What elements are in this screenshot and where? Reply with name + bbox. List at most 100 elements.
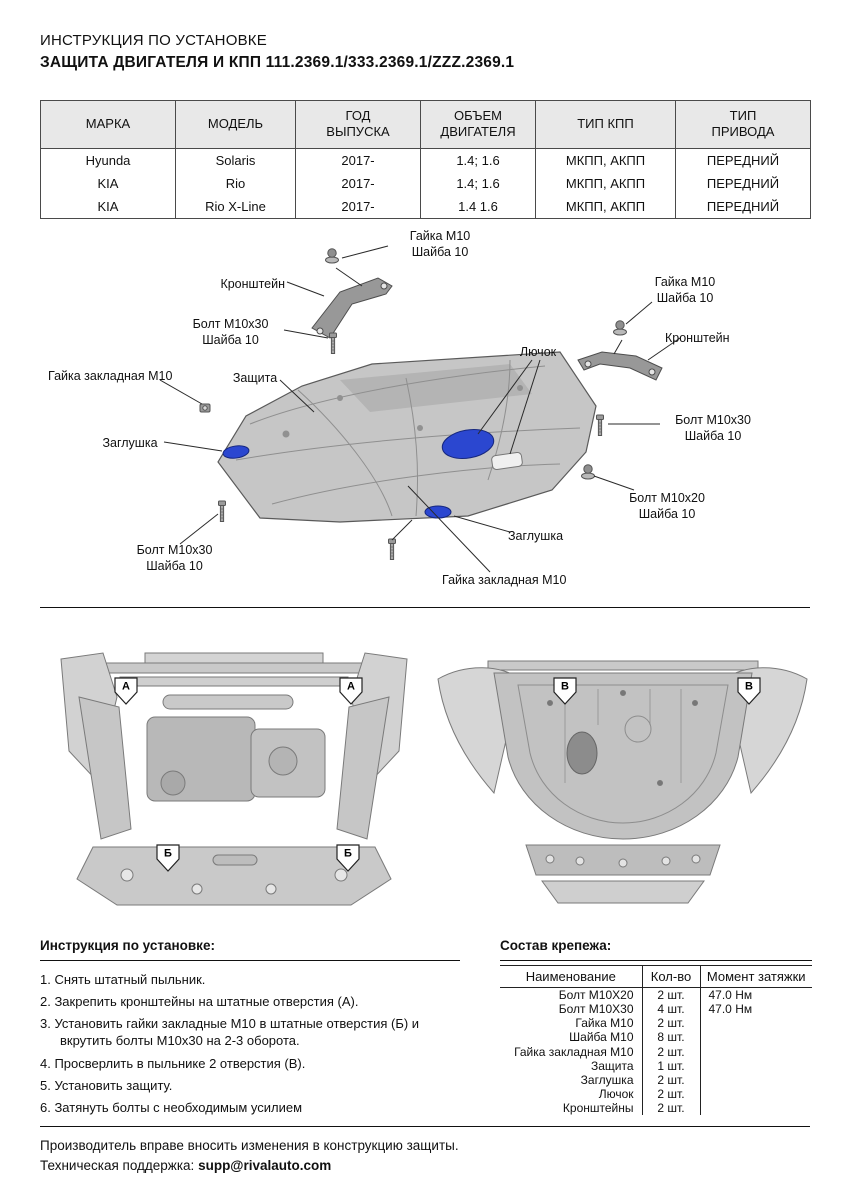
svg-text:А: А [347,681,355,693]
cell: Hyunda [40,148,176,172]
bolt-m10x20-icon [581,464,595,480]
cell: 2 шт. [641,987,700,1003]
cell: 47.0 Нм [699,1002,812,1017]
col-header-year: ГОД ВЫПУСКА [295,100,421,149]
marker-v-left: В [553,677,577,705]
page-title: ИНСТРУКЦИЯ ПО УСТАНОВКЕ [40,32,267,49]
col-header-qty: Кол-во [641,965,700,988]
instructions-heading: Инструкция по установке: [40,938,460,961]
marker-a-left: А [114,677,138,705]
list-item: 1. Снять штатный пыльник. [40,972,206,987]
table-row: Защита 1 шт. [500,1058,812,1073]
label-shield: Защита [232,371,278,385]
svg-text:В: В [745,681,753,693]
table-row: Заглушка 2 шт. [500,1072,812,1088]
cell: 4 шт. [641,1002,700,1017]
hardware-table: Наименование Кол-во Момент затяжки Болт … [500,965,812,1116]
hardware-header-row: Наименование Кол-во Момент затяжки [500,965,812,988]
underside-view-art: В В [437,660,808,904]
list-item: 2. Закрепить кронштейны на штатные отвер… [40,994,359,1010]
hardware-heading: Состав крепежа: [500,938,812,961]
col-header-engine: ОБЪЕМ ДВИГАТЕЛЯ [420,100,536,149]
cell: 2 шт. [641,1016,700,1031]
cell: Rio [175,171,296,195]
hardware-list: Состав крепежа: Наименование Кол-во Моме… [500,938,812,1116]
fitment-header-row: МАРКА МОДЕЛЬ ГОД ВЫПУСКА ОБЪЕМ ДВИГАТЕЛЯ… [40,100,811,149]
cell: 1 шт. [641,1058,700,1073]
table-row: Шайба М10 8 шт. [500,1030,812,1045]
cell: KIA [40,194,176,218]
bolt-icon [329,332,337,354]
col-header-torque: Момент затяжки [699,965,812,988]
list-item: 4. Просверлить в пыльнике 2 отверстия (В… [40,1055,306,1071]
label-bolt-m10x20: Болт М10х20 Шайба 10 [629,491,705,521]
cell: Solaris [175,148,296,172]
cell: Болт М10Х30 [558,1002,634,1017]
bolt-icon [388,538,396,560]
cell [699,1030,812,1045]
list-item: 6. Затянуть болты с необходимым усилием [40,1099,303,1115]
cell: 2017- [295,171,421,195]
front-view-drawing: А А Б Б [45,633,425,925]
label-plug-bottom: Заглушка [507,529,564,543]
hatch-opening [441,428,495,460]
cell: 1.4; 1.6 [420,148,536,172]
col-header-drive: ТИП ПРИВОДА [675,100,811,149]
cell: Болт М10Х20 [558,988,634,1002]
table-row: KIA Rio 2017- 1.4; 1.6 МКПП, АКПП ПЕРЕДН… [40,171,811,195]
cell: 2 шт. [641,1101,700,1116]
bolt-icon [596,414,604,436]
cell: ПЕРЕДНИЙ [675,194,811,218]
bracket-right [577,351,663,381]
list-item: 3. Установить гайки закладные М10 в штат… [40,1016,420,1049]
cell: 1.4 1.6 [420,194,536,218]
installation-instructions: Инструкция по установке: 1. Снять штатны… [40,938,460,1121]
cell: 2 шт. [641,1044,700,1059]
label-bracket-left: Кронштейн [220,277,285,291]
cell: Гайка закладная М10 [514,1044,634,1059]
nut-washer-icon [613,320,627,336]
footer-support: Техническая поддержка: supp@rivalauto.co… [40,1158,331,1173]
cell: 47.0 Нм [699,987,812,1003]
label-anchor-nut-bottom: Гайка закладная М10 [442,573,567,587]
col-header-marka: МАРКА [40,100,176,149]
bolt-icon [218,500,226,522]
label-nut-washer-top: Гайка М10 Шайба 10 [409,229,471,259]
bracket-left [311,277,393,339]
cell: 2 шт. [641,1087,700,1102]
plate-shading [340,364,532,412]
table-row: Hyunda Solaris 2017- 1.4; 1.6 МКПП, АКПП… [40,148,811,172]
label-bracket-right: Кронштейн [665,331,730,345]
table-row: Гайка М10 2 шт. [500,1016,812,1031]
col-header-name: Наименование [500,965,642,988]
support-email[interactable]: supp@rivalauto.com [198,1158,332,1173]
exploded-diagram-art [159,245,681,573]
cell: Лючок [598,1087,634,1102]
leader-lines [159,245,681,573]
cell: МКПП, АКПП [535,194,676,218]
label-bolt-right: Болт М10х30 Шайба 10 [675,413,751,443]
cell: Заглушка [580,1072,634,1087]
svg-text:Б: Б [344,848,352,860]
underside-view-drawing: В В [430,633,815,925]
svg-text:Б: Б [164,848,172,860]
page-subtitle: ЗАЩИТА ДВИГАТЕЛЯ И КПП 111.2369.1/333.23… [40,54,515,71]
table-row: Болт М10Х20 2 шт. 47.0 Нм [500,987,812,1003]
table-row: KIA Rio X-Line 2017- 1.4 1.6 МКПП, АКПП … [40,194,811,218]
cell [699,1101,812,1116]
front-view-art: А А Б Б [60,652,408,906]
label-anchor-nut-left: Гайка закладная М10 [48,369,173,383]
footer-disclaimer: Производитель вправе вносить изменения в… [40,1138,459,1153]
cell: Гайка М10 [575,1016,634,1031]
cell: ПЕРЕДНИЙ [675,171,811,195]
cell: KIA [40,171,176,195]
label-bolt-bottom: Болт М10х30 Шайба 10 [136,543,213,573]
label-bolt-left: Болт М10х30 Шайба 10 [192,317,269,347]
cell: 2 шт. [641,1072,700,1088]
cell: 1.4; 1.6 [420,171,536,195]
cell: 2017- [295,194,421,218]
hatch-cover [491,451,523,471]
label-hatch: Лючок [519,345,557,359]
divider-footer [40,1126,810,1127]
list-item: 5. Установить защиту. [40,1077,173,1093]
